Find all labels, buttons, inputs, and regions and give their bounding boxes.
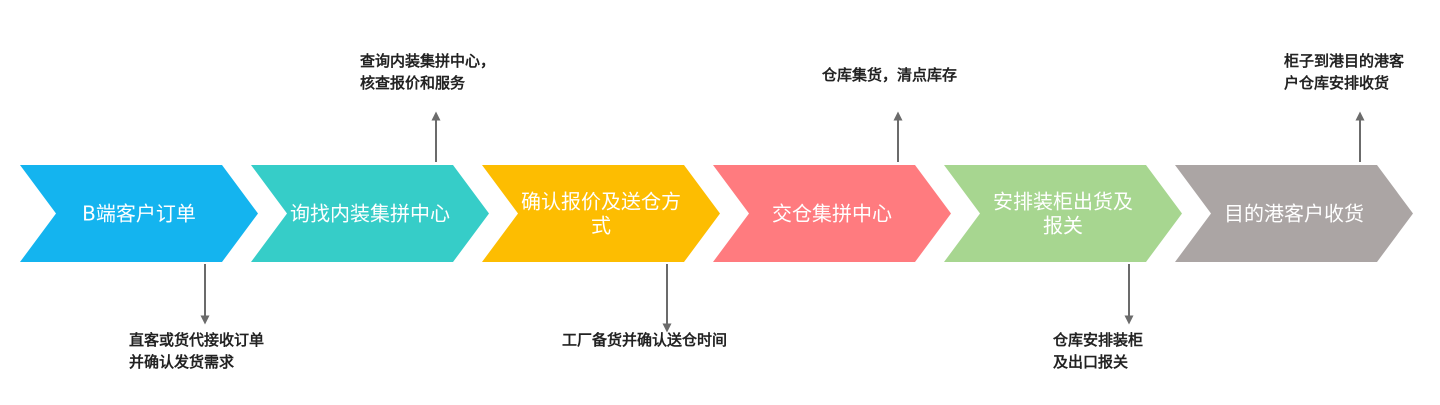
chevron-step-6 (1175, 165, 1413, 262)
chevron-step-3 (482, 165, 720, 262)
note-above-step-6-line-2: 户仓库安排收货 (1284, 74, 1389, 92)
step-label-3-line-2: 式 (591, 214, 611, 238)
note-above-step-6-line-1: 柜子到港目的港客 (1283, 52, 1405, 70)
step-label-6: 目的港客户收货 (1224, 202, 1364, 226)
note-above-step-2-line-1: 查询内装集拼中心， (360, 52, 495, 70)
step-label-2: 询找内装集拼中心 (290, 202, 450, 226)
note-below-step-1-line-2: 并确认发货需求 (129, 353, 235, 371)
chevron-step-5 (944, 165, 1182, 262)
step-notes: 查询内装集拼中心， 核查报价和服务 仓库集货，清点库存 柜子到港目的港客户仓库安排收货… (129, 52, 1405, 371)
note-above-step-4-line-1: 仓库集货，清点库存 (821, 66, 957, 84)
chevron-step-4 (713, 165, 951, 262)
note-above-step-2-line-2: 核查报价和服务 (360, 74, 466, 92)
step-label-3-line-1: 确认报价及送仓方 (521, 190, 681, 214)
note-connectors (200, 111, 1365, 333)
chevron-step-1 (20, 165, 258, 262)
note-below-step-5-line-2: 及出口报关 (1053, 353, 1128, 371)
note-below-step-5-line-1: 仓库安排装柜 (1052, 331, 1143, 349)
chevron-step-2 (251, 165, 489, 262)
note-below-step-1-line-1: 直客或货代接收订单 (129, 331, 264, 349)
step-label-5-line-1: 安排装柜出货及 (993, 190, 1133, 214)
step-label-4: 交仓集拼中心 (772, 202, 892, 226)
step-label-1: B端客户订单 (82, 202, 196, 226)
note-below-step-3-line-1: 工厂备货并确认送仓时间 (562, 331, 727, 349)
step-label-5-line-2: 报关 (1043, 214, 1083, 238)
